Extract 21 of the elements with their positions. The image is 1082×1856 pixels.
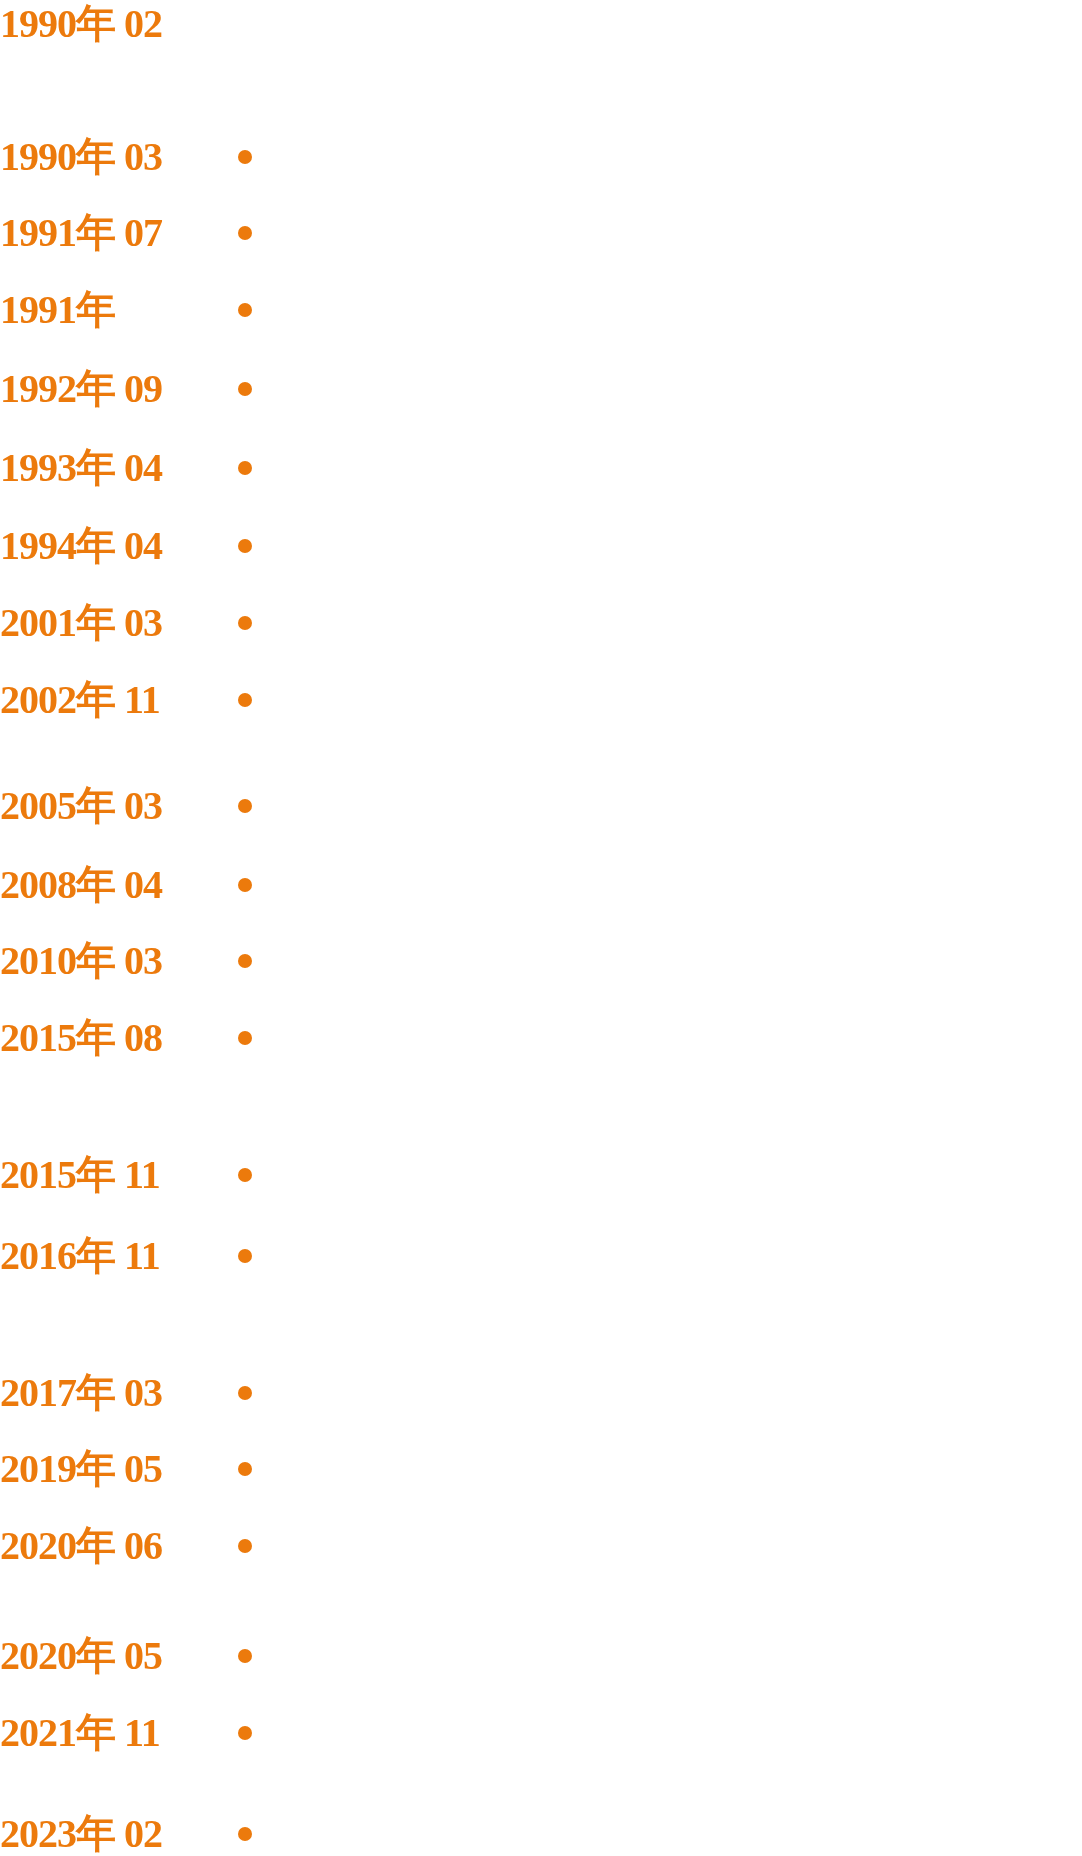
date-label: 1991年 07 <box>0 211 162 255</box>
date-label: 2005年 03 <box>0 784 162 828</box>
date-label: 2008年 04 <box>0 863 162 907</box>
date-label: 2015年 11 <box>0 1153 160 1197</box>
date-label: 2015年 08 <box>0 1016 162 1060</box>
date-label: 1992年 09 <box>0 367 162 411</box>
date-label: 2017年 03 <box>0 1371 162 1415</box>
date-label: 2019年 05 <box>0 1447 162 1491</box>
date-label: 2002年 11 <box>0 678 160 722</box>
date-label: 1993年 04 <box>0 446 162 490</box>
date-label: 2020年 06 <box>0 1524 162 1568</box>
date-label: 2010年 03 <box>0 939 162 983</box>
date-label: 1990年 02 <box>0 2 162 46</box>
date-label: 2001年 03 <box>0 601 162 645</box>
date-label: 2020年 05 <box>0 1634 162 1678</box>
date-label: 1991年 <box>0 288 115 332</box>
date-label: 1990年 03 <box>0 135 162 179</box>
date-label: 2016年 11 <box>0 1234 160 1278</box>
date-label: 2021年 11 <box>0 1711 160 1755</box>
date-label: 2023年 02 <box>0 1812 162 1856</box>
date-label: 1994年 04 <box>0 524 162 568</box>
